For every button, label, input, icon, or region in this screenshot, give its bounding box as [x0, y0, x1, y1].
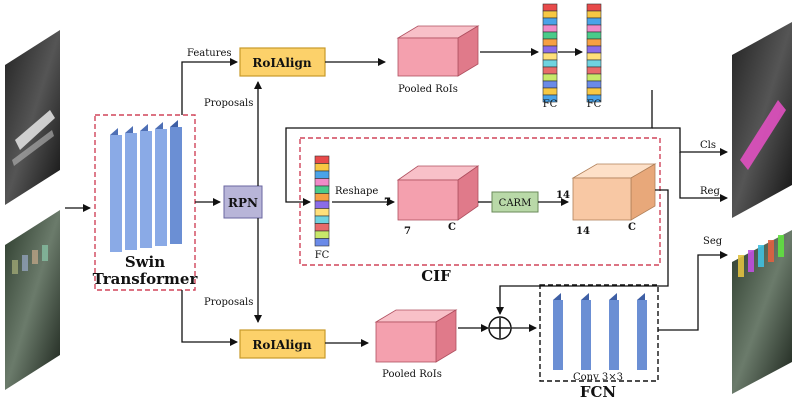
- fc-stripe: [542, 45, 558, 54]
- fc-cif-label: FC: [315, 250, 330, 261]
- pooled-rois-top-cube: [396, 25, 480, 77]
- fc-stripe: [586, 38, 602, 47]
- fcn-dashed-box: [539, 284, 659, 382]
- fc-stripe: [586, 52, 602, 61]
- conv-label: Conv 3×3: [573, 372, 623, 383]
- fc-stripe: [586, 17, 602, 26]
- input-image-top: [5, 30, 60, 205]
- conv-stack: [553, 293, 647, 370]
- fc-stripe: [542, 87, 558, 96]
- fc1-label: FC: [543, 99, 558, 110]
- pooled-rois-bottom-cube: [374, 309, 458, 363]
- roialign-bottom-label: RoIAlign: [252, 338, 311, 352]
- roialign-bottom-box: [239, 329, 326, 359]
- fc-stripe: [586, 94, 602, 103]
- fc-stripe: [542, 24, 558, 33]
- pooled-rois-top-label: Pooled RoIs: [398, 84, 458, 95]
- cif-to-sum-arrow: [496, 189, 669, 315]
- fc-stripe: [314, 223, 330, 232]
- fc-stripe: [314, 193, 330, 202]
- fc-stripe: [586, 80, 602, 89]
- fc-stripe: [314, 178, 330, 187]
- reshape-label: Reshape: [335, 186, 378, 197]
- proposals-bottom-label: Proposals: [204, 297, 253, 308]
- fc-stripe: [586, 59, 602, 68]
- fc-stripe: [542, 94, 558, 103]
- backbone-label-line1: Swin: [125, 253, 165, 271]
- backbone-label-line2: Transformer: [93, 270, 199, 288]
- fc-stripe: [314, 185, 330, 194]
- dimC-second-label: C: [628, 222, 636, 233]
- fc-stack-2: [586, 3, 602, 103]
- fc-stripe: [542, 52, 558, 61]
- rpn-label: RPN: [228, 196, 258, 210]
- dim14-bottom-label: 14: [576, 226, 590, 237]
- fcn-label: FCN: [580, 383, 617, 400]
- fc2-label: FC: [587, 99, 602, 110]
- fc-stripe: [542, 59, 558, 68]
- fc-stripe: [542, 10, 558, 19]
- cif-cube-peach: [571, 163, 657, 221]
- fc-stripe: [586, 66, 602, 75]
- rpn-box: [223, 185, 263, 219]
- fc-stripe: [586, 3, 602, 12]
- fc-stripe: [542, 3, 558, 12]
- fc-to-cif-arrow: [285, 90, 653, 206]
- fc-stripe: [314, 230, 330, 239]
- fc-stripe: [586, 24, 602, 33]
- cls-label: Cls: [700, 140, 716, 151]
- pooled-rois-bottom-label: Pooled RoIs: [382, 369, 442, 380]
- features-label: Features: [187, 48, 232, 59]
- fc-stripe: [314, 163, 330, 172]
- dim7-left-label: 7: [384, 197, 391, 208]
- roialign-top-label: RoIAlign: [252, 56, 311, 70]
- fc-stripe: [586, 10, 602, 19]
- fc-stripe: [314, 215, 330, 224]
- cif-label: CIF: [421, 267, 451, 285]
- seg-label: Seg: [703, 236, 723, 247]
- fc-stripe: [542, 80, 558, 89]
- cls-arrow: [652, 127, 728, 156]
- reg-label: Reg: [700, 186, 720, 197]
- fc-stripe: [586, 31, 602, 40]
- fc-stripe: [542, 31, 558, 40]
- reg-arrow: [679, 152, 728, 202]
- fc-stack-cif: [314, 155, 330, 247]
- cif-dashed-box: [299, 137, 661, 266]
- fc-stripe: [314, 155, 330, 164]
- fc-stripe: [542, 38, 558, 47]
- output-image-bottom: [732, 230, 792, 394]
- sum-icon: [488, 316, 512, 340]
- dimC-first-label: C: [448, 222, 456, 233]
- output-image-top: [732, 22, 792, 218]
- seg-arrow: [658, 251, 728, 331]
- fc-stripe: [586, 45, 602, 54]
- features-arrow: [181, 58, 238, 115]
- dim14-left-label: 14: [556, 190, 570, 201]
- fc-stripe: [586, 73, 602, 82]
- cif-cube-pink: [396, 165, 480, 221]
- fc-stripe: [586, 87, 602, 96]
- dim7-bottom-label: 7: [404, 226, 411, 237]
- carm-label: CARM: [499, 198, 532, 209]
- fc-stripe: [542, 66, 558, 75]
- backbone-stack: [110, 120, 182, 252]
- fc-stripe: [314, 238, 330, 247]
- fc-stack-1: [542, 3, 558, 103]
- fc-stripe: [314, 170, 330, 179]
- input-image-bottom: [5, 210, 60, 390]
- fc-stripe: [542, 17, 558, 26]
- proposals-top-label: Proposals: [204, 98, 253, 109]
- fc-stripe: [542, 73, 558, 82]
- fc-stripe: [314, 208, 330, 217]
- fc-stripe: [314, 200, 330, 209]
- roialign-top-box: [239, 47, 326, 77]
- bottom-features-arrow: [181, 290, 238, 346]
